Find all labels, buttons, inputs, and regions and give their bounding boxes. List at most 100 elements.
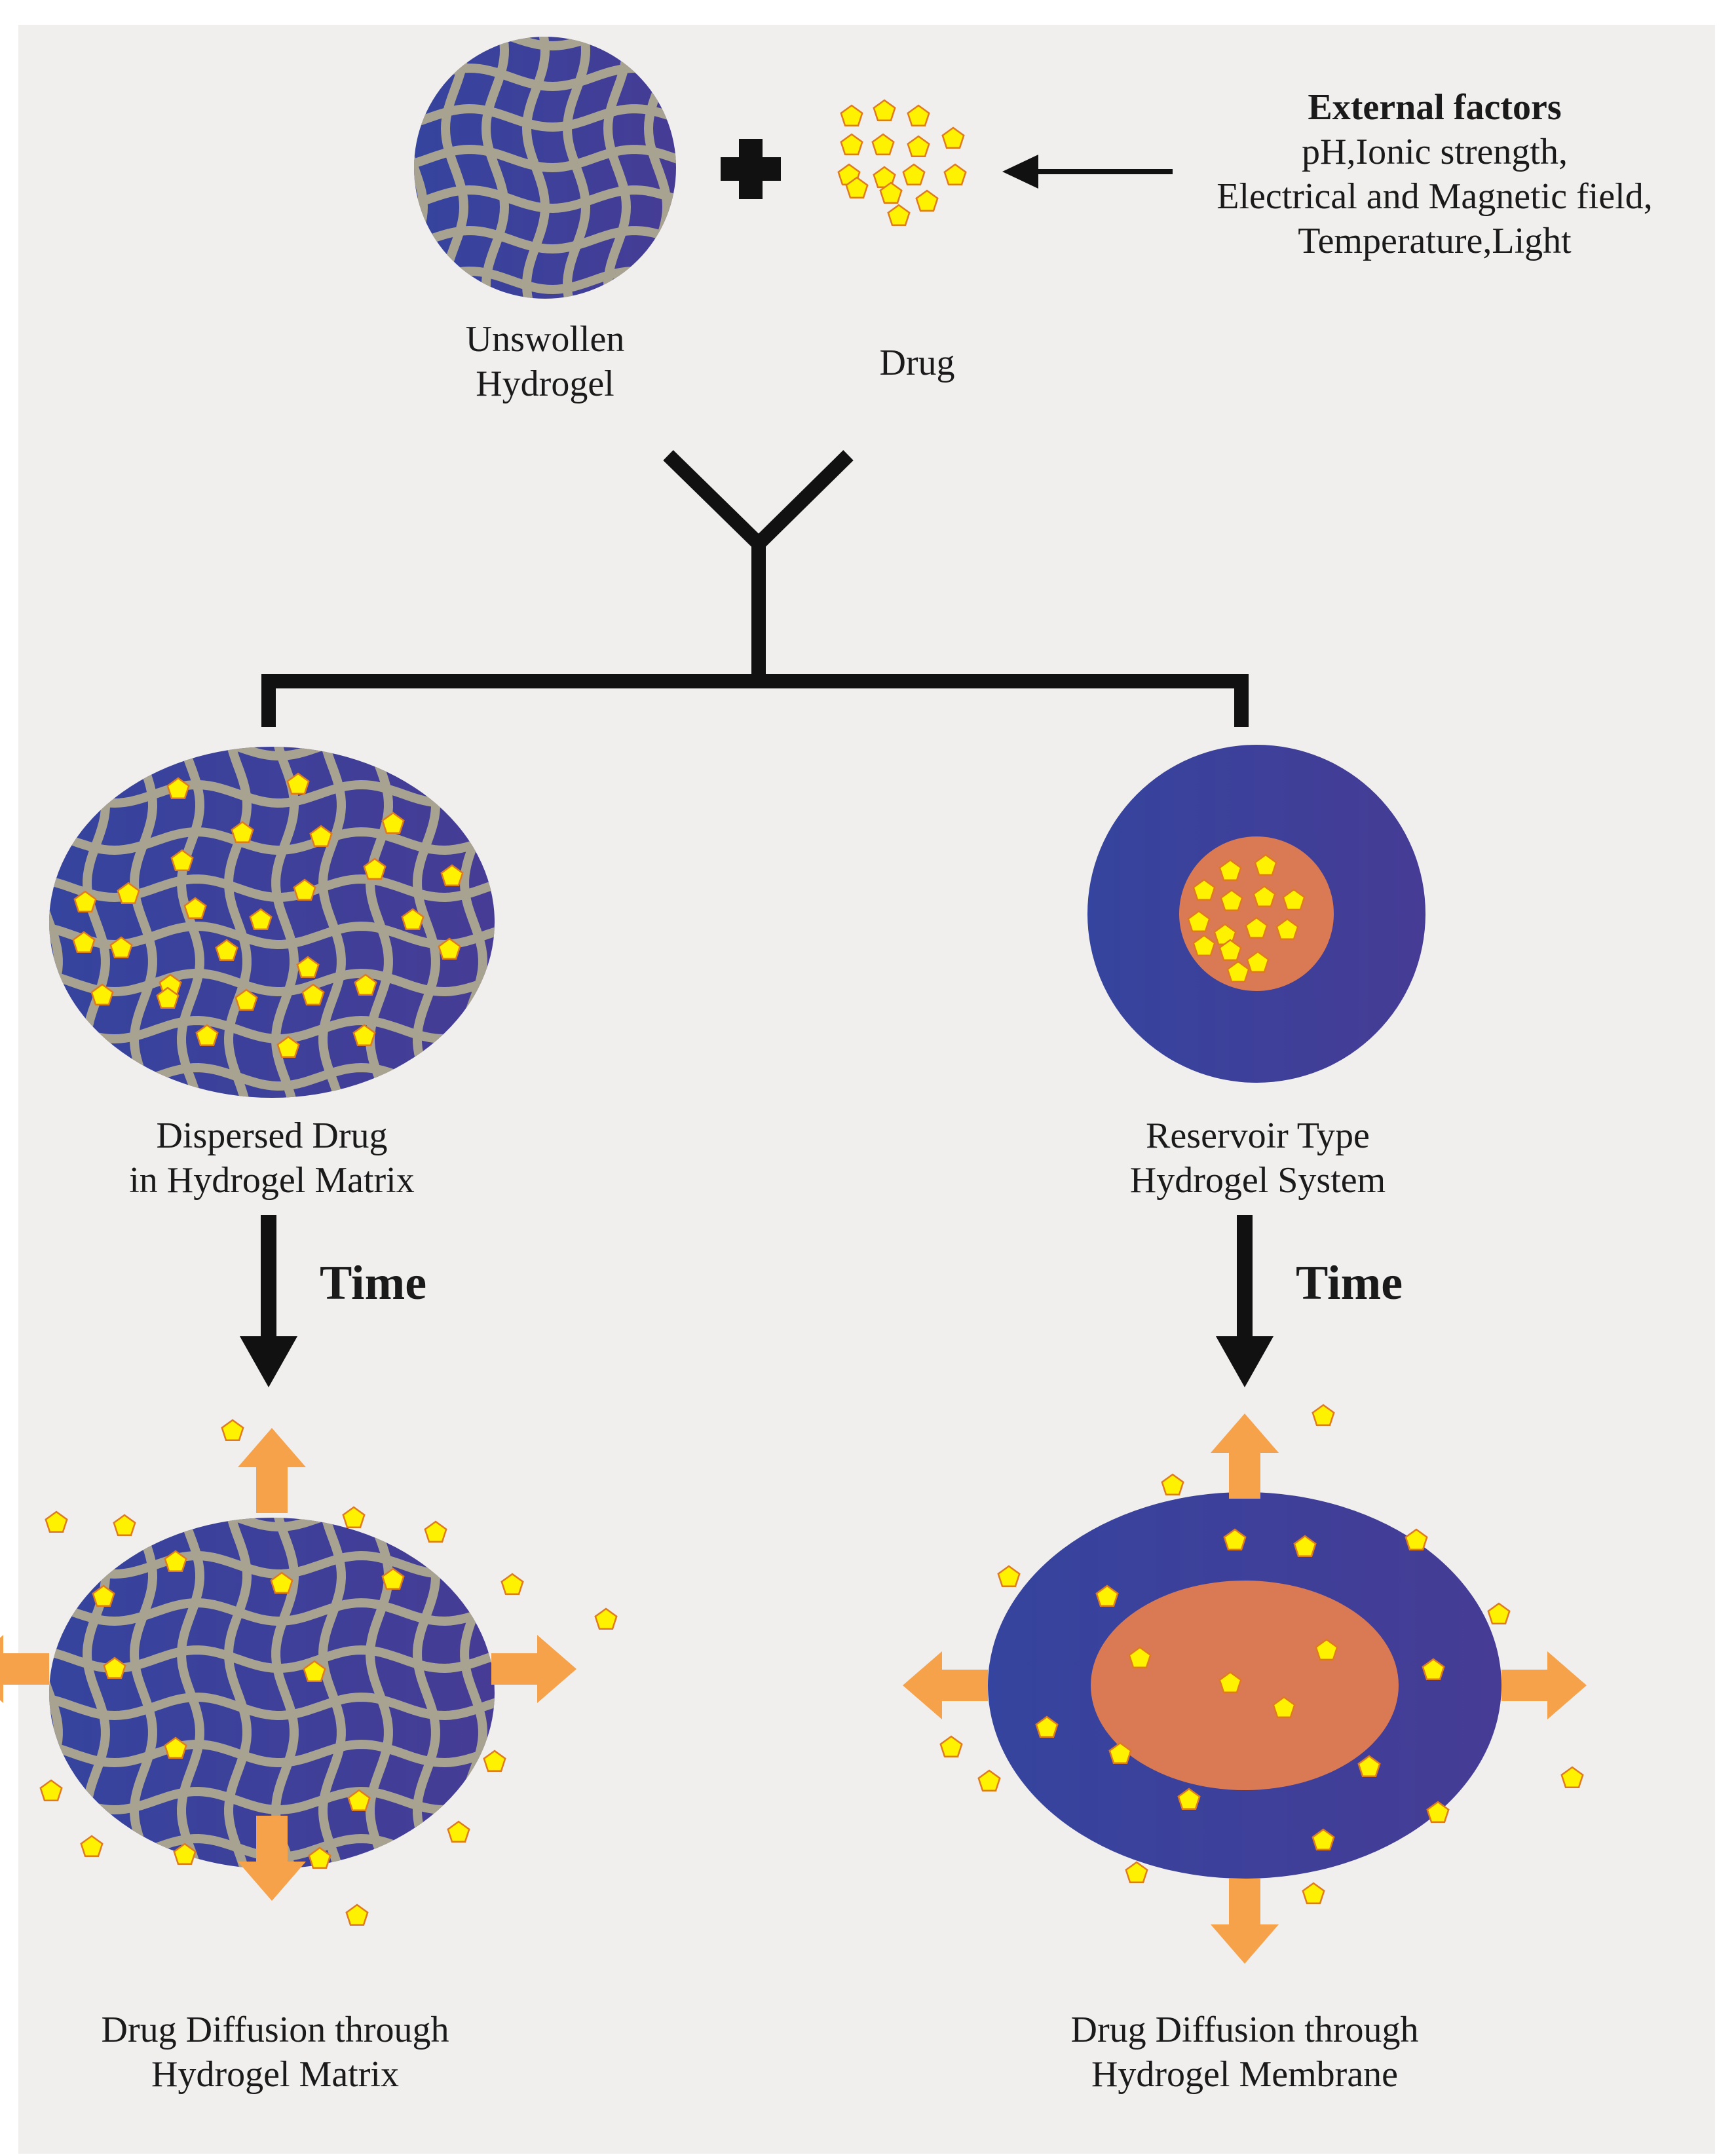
drug-pentagon-icon: [1218, 859, 1242, 882]
drug-pentagon-icon: [342, 1506, 366, 1529]
drug-pentagon-icon: [500, 1573, 524, 1596]
external-factors-label: External factors pH,Ionic strength, Elec…: [1179, 85, 1690, 263]
mesh-fiber: [414, 185, 676, 214]
drug-pentagon-icon: [483, 1750, 506, 1772]
matrix-diffusion-label: Drug Diffusion through Hydrogel Matrix: [46, 2008, 504, 2097]
drug-pentagon-icon: [345, 1903, 369, 1926]
drug-pentagon-icon: [276, 1036, 300, 1059]
drug-pentagon-icon: [303, 1660, 326, 1683]
drug-pentagon-icon: [221, 1419, 244, 1442]
drug-pentagon-icon: [1245, 916, 1268, 939]
label-line: Dispersed Drug: [156, 1115, 388, 1156]
drug-pentagon-icon: [80, 1835, 104, 1858]
drug-pentagon-icon: [352, 1024, 376, 1047]
drug-pentagon-icon: [39, 1779, 63, 1802]
drug-pentagon-icon: [381, 812, 405, 834]
drug-pentagon-icon: [117, 882, 140, 905]
mesh-fiber: [49, 827, 495, 855]
drug-pentagon-icon: [109, 936, 133, 959]
mesh-fiber: [414, 37, 676, 51]
drug-pentagon-icon: [997, 1565, 1021, 1588]
drug-pentagon-icon: [73, 890, 97, 913]
dispersed-drug-label: Dispersed Drug in Hydrogel Matrix: [72, 1114, 472, 1203]
drug-label-text: Drug: [879, 343, 955, 383]
external-factors-line: pH,Ionic strength,: [1302, 132, 1568, 172]
drug-pentagon-icon: [173, 1843, 197, 1865]
time-label-right: Time: [1296, 1259, 1403, 1307]
drug-pentagon-icon: [1177, 1788, 1201, 1810]
drug-pentagon-icon: [1560, 1766, 1584, 1789]
drug-pentagon-icon: [594, 1607, 618, 1630]
time-label-left: Time: [320, 1259, 426, 1307]
drug-pentagon-icon: [424, 1520, 447, 1543]
label-line: Hydrogel Membrane: [1091, 2054, 1399, 2095]
drug-pentagon-icon: [215, 939, 238, 962]
plus-icon: [721, 139, 781, 199]
external-factors-title: External factors: [1308, 87, 1562, 128]
drug-pentagon-icon: [1187, 910, 1211, 933]
drug-pentagon-icon: [1223, 1528, 1247, 1551]
drug-cluster: [837, 99, 967, 227]
drug-pentagon-icon: [156, 986, 179, 1009]
drug-pentagon-icon: [296, 956, 320, 979]
drug-pentagon-icon: [915, 189, 939, 212]
mesh-fiber: [49, 1015, 495, 1044]
drug-pentagon-icon: [1218, 939, 1242, 962]
unswollen-hydrogel-label: Unswollen Hydrogel: [414, 317, 676, 406]
external-factors-line: Electrical and Magnetic field,: [1217, 176, 1653, 217]
drug-pentagon-icon: [166, 777, 190, 800]
drug-pentagon-icon: [1220, 889, 1243, 912]
mesh-fiber: [49, 1786, 495, 1815]
drug-pentagon-icon: [72, 931, 96, 954]
mesh-fiber: [365, 747, 394, 1098]
mesh-fiber: [414, 144, 676, 173]
drug-label: Drug: [832, 341, 1002, 385]
time-text: Time: [1296, 1256, 1403, 1310]
drug-pentagon-icon: [1161, 1473, 1184, 1496]
drug-pentagon-icon: [286, 772, 310, 795]
drug-pentagon-icon: [840, 133, 863, 156]
drug-pentagon-icon: [447, 1820, 470, 1843]
drug-pentagon-icon: [1128, 1646, 1152, 1669]
reservoir-hydrogel-system: [1087, 745, 1425, 1083]
mesh-fiber: [318, 1518, 347, 1869]
drug-pentagon-icon: [1282, 888, 1306, 911]
drug-pentagon-icon: [113, 1514, 136, 1537]
outward-arrow-icon: [1501, 1651, 1587, 1719]
mesh-fiber: [49, 968, 495, 997]
outward-arrow-icon: [491, 1635, 576, 1703]
drug-pentagon-icon: [195, 1024, 219, 1047]
drug-pentagon-icon: [1226, 960, 1250, 983]
label-line: Hydrogel Matrix: [151, 2054, 399, 2095]
drug-pentagon-icon: [381, 1567, 405, 1590]
drug-pentagon-icon: [1426, 1801, 1450, 1824]
external-factors-arrow: [1002, 155, 1173, 189]
drug-pentagon-icon: [293, 878, 316, 901]
mesh-fiber: [0, 734, 11, 1111]
mesh-fiber: [414, 103, 676, 132]
drug-pentagon-icon: [939, 1735, 963, 1758]
unswollen-hydrogel-sphere: [414, 37, 676, 299]
drug-pentagon-icon: [354, 973, 377, 996]
mesh-fiber: [49, 1692, 495, 1721]
mesh-fiber: [49, 779, 495, 808]
drug-pentagon-icon: [270, 1571, 293, 1594]
down-arrow-icon: [240, 1215, 297, 1387]
label-line: Drug Diffusion through: [1070, 2010, 1419, 2050]
drug-pentagon-icon: [943, 163, 967, 186]
membrane-diffusion: [903, 1404, 1587, 1964]
drug-pentagon-icon: [170, 849, 194, 872]
drug-pentagon-icon: [309, 825, 333, 848]
mesh-fiber: [49, 874, 495, 903]
mesh-fiber: [49, 1739, 495, 1768]
drug-pentagon-icon: [1272, 1696, 1296, 1719]
down-arrow-icon: [1216, 1215, 1274, 1387]
drug-pentagon-icon: [879, 181, 903, 204]
drug-pentagon-icon: [235, 988, 258, 1011]
drug-pentagon-icon: [164, 1550, 187, 1573]
outward-arrow-icon: [1211, 1879, 1279, 1964]
branch-connector: [261, 450, 1249, 727]
drug-pentagon-icon: [1246, 950, 1270, 973]
drug-pentagon-icon: [887, 204, 911, 227]
drug-pentagon-icon: [941, 126, 965, 149]
